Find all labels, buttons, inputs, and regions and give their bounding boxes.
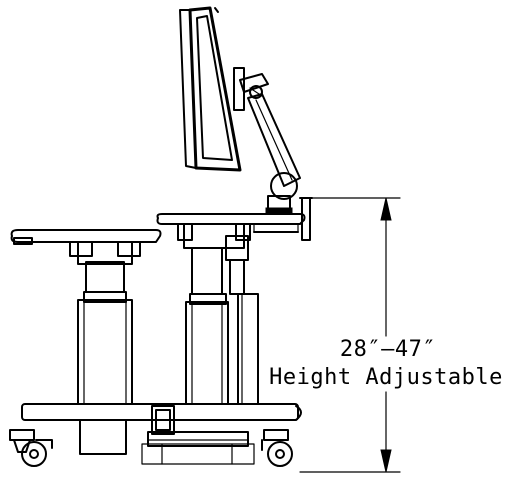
monitor (179, 6, 242, 172)
right-lift-column (177, 223, 259, 405)
left-lift-column (69, 241, 141, 455)
height-adjustable-label: Height Adjustable (269, 365, 503, 390)
mobile-base (21, 403, 302, 465)
keyboard-tray (10, 229, 162, 245)
monitor-arm (233, 67, 301, 215)
arrowhead-down (380, 449, 392, 473)
main-work-surface (156, 197, 313, 241)
arrowhead-up (380, 197, 392, 221)
caster-left-front (9, 429, 53, 467)
caster-right-front (261, 429, 293, 467)
height-dimension (299, 197, 401, 473)
height-range-label: 28″–47″ (340, 337, 436, 362)
